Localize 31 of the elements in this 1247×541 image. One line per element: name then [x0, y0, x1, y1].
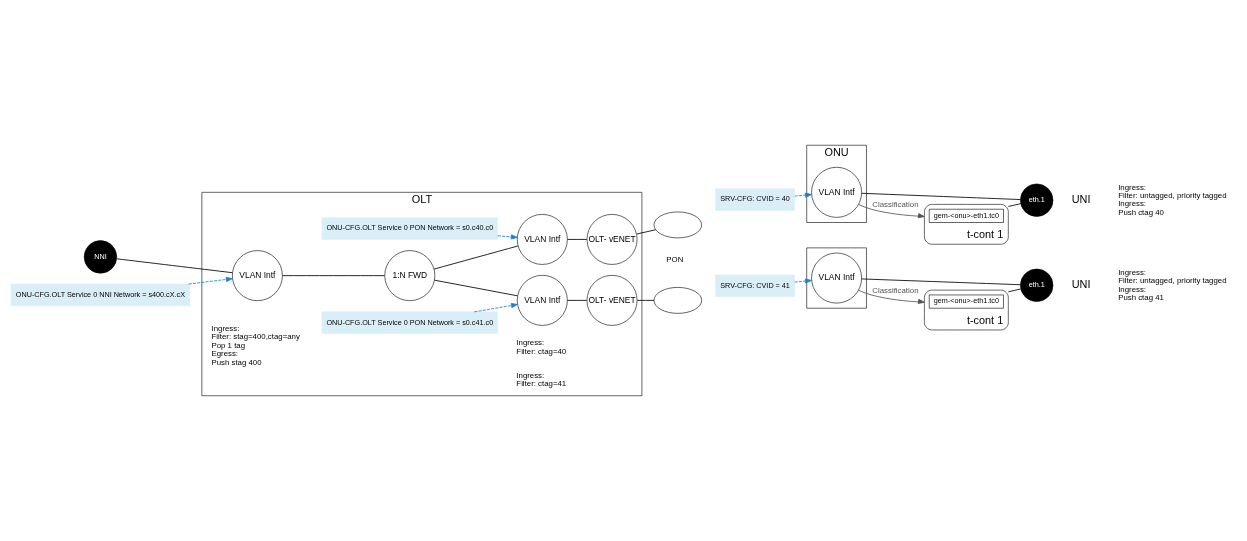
- node-circle: OLT- vENET: [586, 275, 638, 326]
- connector: [434, 279, 518, 297]
- node-circle: VLAN Intf: [516, 214, 568, 265]
- node-ellipse: [653, 211, 702, 239]
- arrow: [858, 204, 925, 219]
- connector: [433, 245, 519, 270]
- node-circle: OLT- vENET: [586, 214, 638, 265]
- connector: [861, 278, 1021, 286]
- connector: [282, 275, 385, 277]
- arrow: [188, 276, 233, 285]
- arrow: [497, 234, 518, 240]
- node-ellipse: [653, 287, 702, 314]
- node-circle: VLAN Intf: [232, 250, 283, 301]
- connector: [636, 229, 656, 235]
- arrow: [858, 289, 925, 304]
- node-circle: VLAN Intf: [811, 252, 862, 304]
- arrow: [794, 192, 812, 198]
- arrow: [473, 303, 518, 313]
- connector: [861, 192, 1021, 200]
- label: UNI: [1071, 277, 1091, 290]
- node-circle: VLAN Intf: [811, 167, 862, 218]
- connector: [1007, 203, 1022, 207]
- arrow: [794, 278, 812, 284]
- node-circle: 1:N FWD: [384, 250, 436, 301]
- connector: [636, 299, 655, 301]
- label: UNI: [1071, 192, 1091, 205]
- connector: [116, 258, 233, 274]
- connector: [567, 239, 588, 240]
- connector: [1007, 288, 1022, 293]
- connector: [567, 299, 588, 301]
- node-circle: VLAN Intf: [516, 275, 568, 326]
